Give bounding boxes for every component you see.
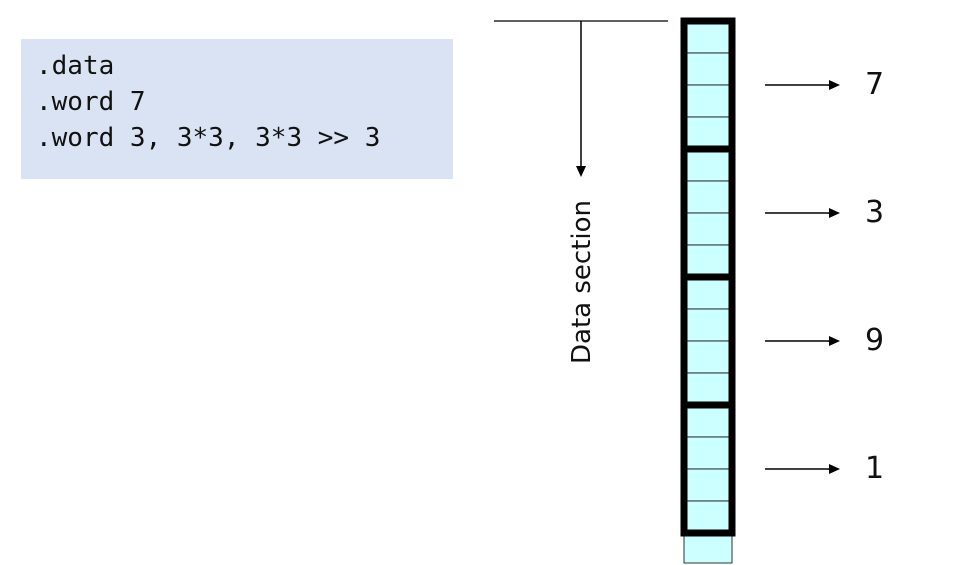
byte-cell — [683, 116, 733, 150]
word-value-label: 9 — [865, 323, 885, 358]
byte-cell — [683, 436, 733, 470]
code-line: .word 3, 3*3, 3*3 >> 3 — [36, 123, 381, 153]
byte-cell — [683, 500, 733, 534]
byte-cell — [683, 308, 733, 342]
byte-cell-next — [683, 532, 733, 564]
value-arrow-head — [829, 208, 840, 218]
word-value-label: 3 — [865, 195, 885, 230]
word-value-label: 7 — [865, 67, 885, 102]
byte-cell — [683, 20, 733, 54]
code-block: .data .word 7 .word 3, 3*3, 3*3 >> 3 — [21, 39, 453, 179]
code-line: .data — [36, 51, 115, 81]
byte-cell — [683, 180, 733, 214]
word-outline — [680, 401, 736, 537]
byte-cell — [683, 340, 733, 374]
byte-cell — [683, 372, 733, 406]
section-label: Data section — [567, 200, 597, 364]
section-arrow-head — [576, 166, 586, 177]
word-value-label: 1 — [865, 451, 885, 486]
byte-cell — [683, 276, 733, 310]
byte-cell — [683, 148, 733, 182]
value-arrow-head — [829, 80, 840, 90]
byte-cell — [683, 212, 733, 246]
value-arrow-head — [829, 336, 840, 346]
value-arrow-head — [829, 464, 840, 474]
byte-cell — [683, 84, 733, 118]
byte-cell — [683, 404, 733, 438]
byte-cell — [683, 468, 733, 502]
byte-cell — [683, 244, 733, 278]
byte-cell — [683, 52, 733, 86]
code-line: .word 7 — [36, 87, 146, 117]
